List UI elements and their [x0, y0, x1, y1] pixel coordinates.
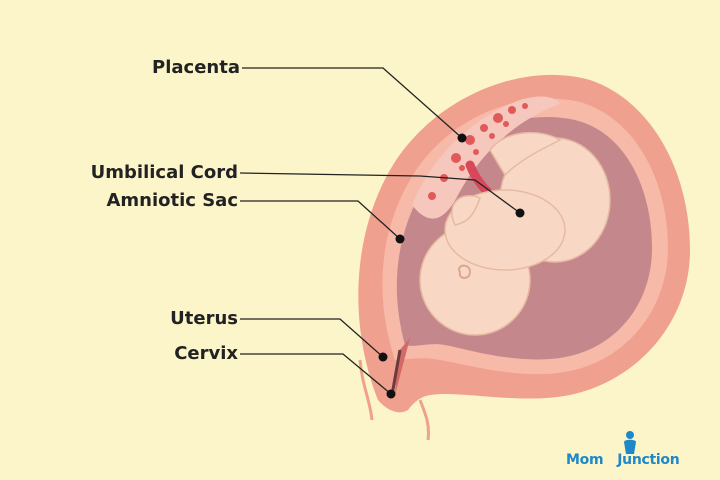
fetus-ear [458, 264, 472, 279]
dot-cervix [386, 389, 396, 399]
mom-junction-logo-icon [624, 431, 636, 454]
leader-cervix [240, 353, 392, 395]
leader-placenta [242, 67, 463, 139]
leader-lines [239, 67, 521, 395]
leader-umbilical-cord [239, 172, 521, 214]
brand-wordmark: Mom Junction [566, 452, 680, 468]
uterus-lower-extension [358, 359, 430, 441]
fetus [419, 131, 611, 336]
leader-uterus [240, 318, 384, 358]
label-uterus: Uterus [170, 308, 238, 329]
brand-part-mom: Mom [566, 452, 604, 468]
label-cervix: Cervix [174, 343, 238, 364]
label-umbilical-cord: Umbilical Cord [90, 162, 238, 183]
dot-placenta [457, 133, 467, 143]
brand-part-junction: Junction [617, 452, 680, 468]
cervix-dark-line [390, 349, 402, 396]
dot-uterus [378, 352, 388, 362]
label-amniotic-sac: Amniotic Sac [106, 190, 238, 211]
label-placenta: Placenta [152, 57, 240, 78]
placenta [412, 96, 560, 219]
leader-dots [378, 133, 525, 399]
dot-amniotic-sac [395, 234, 405, 244]
leader-amniotic-sac [240, 200, 401, 240]
dot-umbilical-cord [515, 208, 525, 218]
